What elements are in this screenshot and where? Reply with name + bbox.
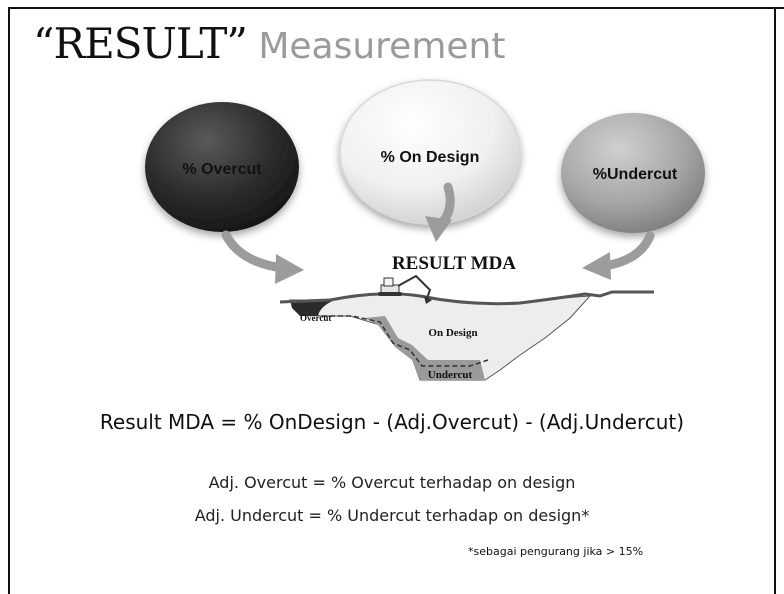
pit-on-design-label: On Design [428, 327, 477, 339]
frame-top-border [8, 7, 784, 9]
arrow-overcut [221, 230, 287, 273]
slide-title: “RESULT” Measurement [33, 18, 505, 73]
adj-undercut-definition: Adj. Undercut = % Undercut terhadap on d… [194, 506, 590, 525]
on-design-bubble-label: % On Design [381, 149, 480, 166]
pit-overcut-label: Overcut [300, 313, 331, 323]
arrow-on-design-head [425, 216, 452, 242]
undercut-bubble [561, 113, 705, 233]
undercut-bubble-label: %Undercut [593, 166, 678, 183]
frame-right-border [774, 7, 776, 594]
title-result: “RESULT” [33, 19, 248, 68]
pit-undercut-label: Undercut [428, 369, 473, 381]
title-measurement: Measurement [246, 26, 506, 67]
overcut-bubble-label: % Overcut [182, 161, 262, 178]
result-mda-label: RESULT MDA [392, 253, 516, 274]
arrow-undercut [600, 231, 655, 271]
adj-overcut-definition: Adj. Overcut = % Overcut terhadap on des… [208, 473, 576, 492]
result-mda-formula: Result MDA = % OnDesign - (Adj.Overcut) … [99, 410, 685, 434]
overcut-bubble [145, 102, 299, 232]
excavator-icon [378, 274, 432, 304]
footnote: *sebagai pengurang jika > 15% [468, 545, 644, 558]
arrow-overcut-head [275, 254, 304, 284]
frame-left-border [8, 7, 10, 594]
pit-cross-section [279, 274, 654, 381]
arrow-undercut-head [582, 252, 611, 280]
